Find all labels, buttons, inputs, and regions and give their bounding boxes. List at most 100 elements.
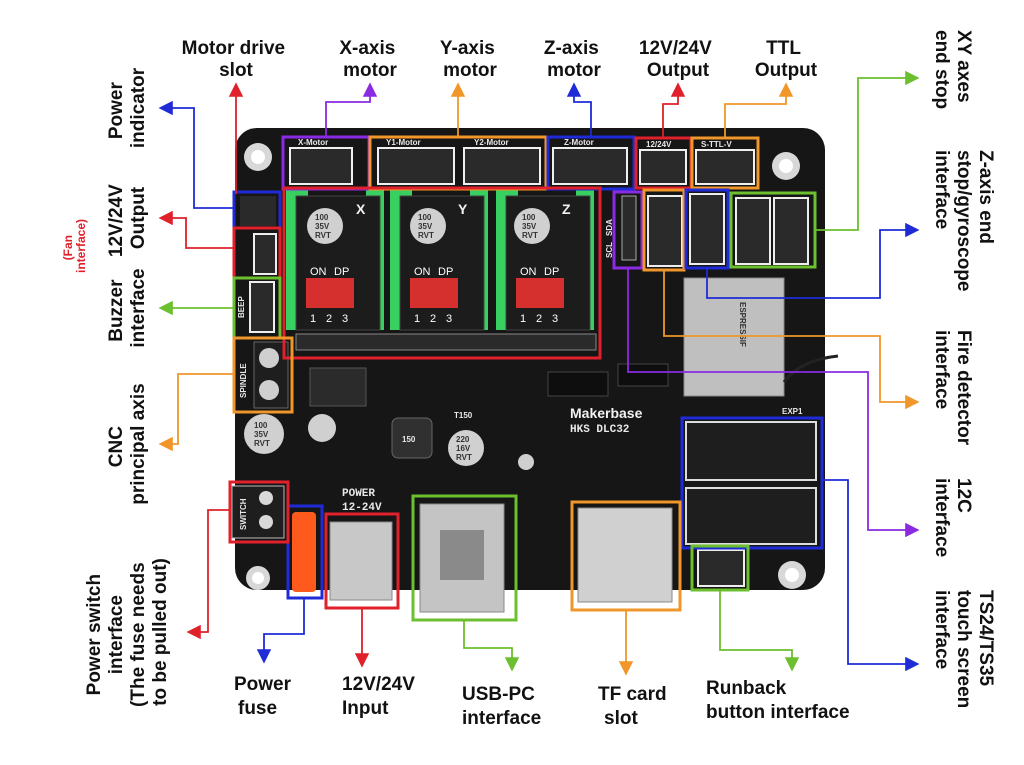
svg-text:RVT: RVT <box>418 231 434 240</box>
xy-end-stop-connector-2 <box>773 197 809 265</box>
power-voltage-silkscreen: 12-24V <box>342 502 382 514</box>
ttl-output-connector <box>695 149 755 185</box>
regulator-chip <box>309 367 367 407</box>
motor-drive-slot-highlight <box>282 186 602 360</box>
12-24v-output-top-leader <box>662 82 686 138</box>
capacitor <box>244 414 284 454</box>
svg-text:100: 100 <box>254 421 268 430</box>
power-switch-connector <box>231 485 285 539</box>
svg-text:Z: Z <box>562 201 571 217</box>
runback-label: Runback button interface <box>706 678 850 723</box>
svg-text:220: 220 <box>456 435 470 444</box>
svg-text:2: 2 <box>326 313 332 325</box>
z-end-stop-label: Z-axis end stop/gyroscope interface <box>931 150 996 297</box>
x-motor-leader <box>325 82 378 137</box>
power-indicator-label: Power indicator <box>106 67 149 148</box>
svg-text:SPINDLE: SPINDLE <box>239 363 248 398</box>
touch-screen-leader <box>822 479 920 672</box>
i2c-leader <box>627 268 920 538</box>
svg-text:X: X <box>356 201 366 217</box>
fan-output-leader <box>158 210 234 249</box>
exp2-connector <box>685 487 817 545</box>
svg-text:RVT: RVT <box>254 439 270 448</box>
cnc-axis-highlight <box>232 336 294 414</box>
z-motor-leader <box>566 82 592 137</box>
svg-text:2: 2 <box>536 313 542 325</box>
buzzer-label: Buzzer interface <box>106 268 149 347</box>
svg-text:1: 1 <box>414 313 420 325</box>
power-indicator-leader <box>158 100 234 209</box>
svg-text:3: 3 <box>342 313 348 325</box>
svg-text:T150: T150 <box>454 411 473 420</box>
fan-interface-label: (Fan interface) <box>61 219 88 273</box>
model-silkscreen: HKS DLC32 <box>570 424 629 436</box>
power-silkscreen: POWER <box>342 488 375 500</box>
z-axis-motor-label: Z-axis motor <box>544 38 604 81</box>
inductor <box>391 417 433 459</box>
svg-text:1: 1 <box>520 313 526 325</box>
z-end-stop-leader <box>706 222 920 299</box>
y2-motor-silkscreen: Y2-Motor <box>474 138 509 147</box>
power-fuse-label: Power fuse <box>234 674 296 719</box>
12-24v-output-connector <box>639 149 687 185</box>
usb-pc-label: USB-PC interface <box>462 684 541 729</box>
x-motor-silkscreen: X-Motor <box>298 138 328 147</box>
input-12v24v-label: 12V/24V Input <box>342 674 420 719</box>
touch-screen-highlight <box>680 416 824 550</box>
svg-text:35V: 35V <box>315 222 330 231</box>
svg-text:EXP1: EXP1 <box>782 407 803 416</box>
dc-jack <box>329 521 393 601</box>
out-12-24-silkscreen: 12/24V <box>646 140 672 149</box>
labels-bottom: Runback button interface TF card slot US… <box>234 674 850 729</box>
dip-switch <box>410 278 458 308</box>
power-indicator-led <box>240 196 276 226</box>
tf-card-slot <box>577 507 673 603</box>
terminal-screw <box>259 380 279 400</box>
esp32-module <box>683 277 785 397</box>
svg-text:100: 100 <box>418 213 432 222</box>
y2-motor-connector <box>463 147 541 185</box>
x-motor-connector <box>289 147 353 185</box>
exp1-connector <box>685 421 817 481</box>
z-motor-connector <box>552 147 628 185</box>
svg-text:RVT: RVT <box>315 231 331 240</box>
i2c-header <box>621 195 637 261</box>
xy-end-stop-leader <box>815 70 920 231</box>
svg-text:3: 3 <box>552 313 558 325</box>
svg-text:150: 150 <box>402 435 416 444</box>
svg-text:35V: 35V <box>522 222 537 231</box>
svg-text:Y: Y <box>458 201 468 217</box>
ic-chip <box>617 363 669 387</box>
ic-chip <box>547 371 609 397</box>
power-fuse-leader <box>256 598 305 664</box>
svg-text:SCL: SCL <box>605 242 614 258</box>
fan-output-connector <box>253 233 277 275</box>
x-axis-motor-label: X-axis motor <box>339 38 400 81</box>
svg-text:DP: DP <box>334 266 349 278</box>
svg-text:35V: 35V <box>254 430 269 439</box>
svg-text:DP: DP <box>438 266 453 278</box>
svg-text:ON: ON <box>520 266 537 278</box>
power-switch-label: Power switch interface (The fuse needs t… <box>84 557 171 707</box>
svg-text:SWITCH: SWITCH <box>239 498 248 530</box>
buzzer-connector <box>249 281 275 333</box>
labels-right: XY axes end stop Z-axis end stop/gyrosco… <box>931 30 996 708</box>
svg-text:DP: DP <box>544 266 559 278</box>
runback-connector <box>697 549 745 587</box>
fuse <box>292 512 316 592</box>
stepper-driver-z: 100 35V RVT Z ON DP 1 2 3 <box>496 190 594 331</box>
capacitor <box>308 414 336 442</box>
output-12v24v-top-label: 12V/24V Output <box>639 38 717 81</box>
motor-drive-slot-label: Motor drive slot <box>182 38 291 81</box>
stepper-driver-y: 100 35V RVT Y ON DP 1 2 3 <box>390 190 488 331</box>
xy-end-stop-label: XY axes end stop <box>931 30 974 109</box>
capacitor <box>514 208 550 244</box>
svg-text:BEEP: BEEP <box>237 296 246 318</box>
fire-detector-connector <box>647 195 683 267</box>
stepper-driver-x: 100 35V RVT X ON DP 1 2 3 <box>286 190 384 331</box>
terminal-screw <box>259 348 279 368</box>
ttl-output-leader <box>724 82 794 138</box>
i2c-label: 12C interface <box>931 478 974 557</box>
fire-detector-leader <box>663 270 920 410</box>
